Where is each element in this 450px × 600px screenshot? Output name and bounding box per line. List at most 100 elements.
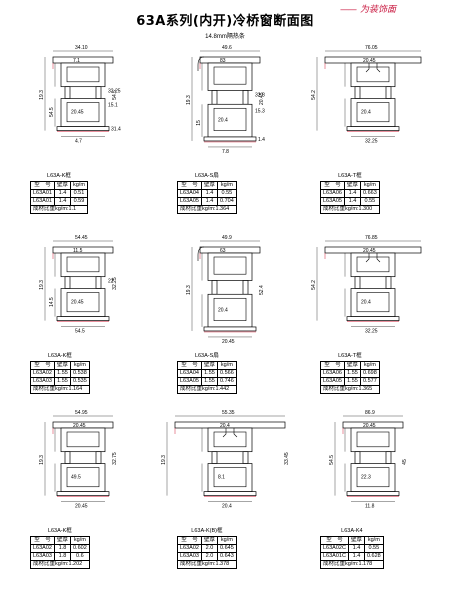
wall-thickness: 1.55 xyxy=(343,377,361,386)
dimension-value: 20.45 xyxy=(259,92,265,105)
inner-cavity xyxy=(213,107,247,131)
wall-thickness: 1.4 xyxy=(347,544,365,553)
dimension-value: 20.4 xyxy=(361,299,371,305)
dimension-value: 19.3 xyxy=(39,280,45,290)
thermal-break-strip xyxy=(64,451,71,464)
dimension-value: 20.4 xyxy=(222,504,232,510)
dimension-value: 22.3 xyxy=(361,474,371,480)
dimension-value: 20.45 xyxy=(363,248,376,254)
inner-cavity xyxy=(213,66,247,85)
unit-weight: 0.663 xyxy=(359,189,380,198)
profile-name: L63A-S扇 xyxy=(194,353,219,359)
col-weight-header: kg/m xyxy=(363,536,384,545)
model-code: L63A03 xyxy=(30,552,55,561)
col-model-header: 型 号 xyxy=(320,361,345,370)
profile-name: L63A-T框 xyxy=(338,173,362,179)
legend-label: 为装饰面 xyxy=(360,5,397,15)
dimension-value: 32.25 xyxy=(365,329,378,335)
dimension-value: 49.9 xyxy=(222,235,232,241)
dimension-value: 63 xyxy=(220,248,226,254)
dimension-value: 55.35 xyxy=(222,410,235,416)
dimension-value: 20.45 xyxy=(222,339,235,345)
profile-name: L63A-T框 xyxy=(338,353,362,359)
col-weight-header: kg/m xyxy=(69,181,88,190)
glazing-bead xyxy=(197,246,205,261)
total-value: 1.1 xyxy=(68,206,77,212)
col-thickness-header: 壁厚 xyxy=(343,181,361,190)
total-prefix: 成材比重kg/m: xyxy=(323,206,359,212)
inner-cavity xyxy=(213,467,247,488)
inner-cavity xyxy=(356,102,390,123)
dimension-value: 52.4 xyxy=(259,285,265,295)
total-prefix: 成材比重kg/m: xyxy=(33,561,69,567)
dimension-value: 76.85 xyxy=(365,235,378,241)
dimension-value: 49.6 xyxy=(222,45,232,51)
dimension-value: 31.4 xyxy=(111,127,121,133)
model-code: L63A06 xyxy=(320,369,345,378)
col-thickness-header: 壁厚 xyxy=(200,536,218,545)
dimension-value: 20.4 xyxy=(218,117,228,123)
dimension-value: 7.1 xyxy=(73,58,80,64)
bottom-flange xyxy=(203,136,257,142)
total-prefix: 成材比重kg/m: xyxy=(33,206,69,212)
col-weight-header: kg/m xyxy=(69,536,90,545)
total-prefix: 成材比重kg/m: xyxy=(323,561,359,567)
thermal-break-strip xyxy=(95,451,102,464)
model-code: L63A02 xyxy=(30,544,55,553)
wall-thickness: 1.55 xyxy=(200,369,218,378)
model-code: L63A05 xyxy=(320,377,345,386)
wall-thickness: 1.55 xyxy=(200,377,218,386)
unit-weight: 0.55 xyxy=(216,189,237,198)
total-value: 1.164 xyxy=(68,386,83,392)
thermal-break-strip xyxy=(211,90,218,105)
dimension-value: 49.5 xyxy=(71,474,81,480)
dimension-value: 20.45 xyxy=(363,58,376,64)
model-code: L63A03 xyxy=(30,377,55,386)
unit-weight: 0.602 xyxy=(69,544,90,553)
unit-weight: 0.643 xyxy=(216,552,237,561)
top-flange xyxy=(174,421,286,429)
inner-cavity xyxy=(356,292,390,313)
upper-chamber xyxy=(207,62,253,91)
total-weight: 成材比重kg/m:1.364 xyxy=(177,205,237,214)
profile-name: L63A-K4 xyxy=(341,528,363,534)
bottom-flange xyxy=(203,491,257,496)
total-prefix: 成材比重kg/m: xyxy=(180,206,216,212)
inner-cavity xyxy=(213,256,247,275)
dimension-value: 19.3 xyxy=(39,455,45,465)
wall-thickness: 2.0 xyxy=(200,544,218,553)
dimension-value: 32.25 xyxy=(108,89,121,95)
dimension-value: 20.45 xyxy=(75,504,88,510)
unit-weight: 0.535 xyxy=(69,377,90,386)
unit-weight: 0.645 xyxy=(216,544,237,553)
wall-thickness: 1.4 xyxy=(343,197,361,206)
thermal-break-strip xyxy=(354,276,361,289)
upper-chamber xyxy=(350,62,396,88)
bottom-flange xyxy=(203,326,257,332)
dimension-value: 54.45 xyxy=(75,235,88,241)
wall-thickness: 1.55 xyxy=(343,369,361,378)
col-model-header: 型 号 xyxy=(177,181,202,190)
dimension-value: 1.4 xyxy=(258,137,265,143)
dimension-value: 8.1 xyxy=(218,474,225,480)
unit-weight: 0.628 xyxy=(363,552,384,561)
total-value: 1.365 xyxy=(358,386,373,392)
col-thickness-header: 壁厚 xyxy=(200,181,218,190)
total-value: 1.442 xyxy=(215,386,230,392)
dimension-value: 32.25 xyxy=(365,139,378,145)
unit-weight: 0.566 xyxy=(216,369,237,378)
bottom-flange xyxy=(56,491,110,496)
dimension-value: 32.25 xyxy=(112,277,118,290)
